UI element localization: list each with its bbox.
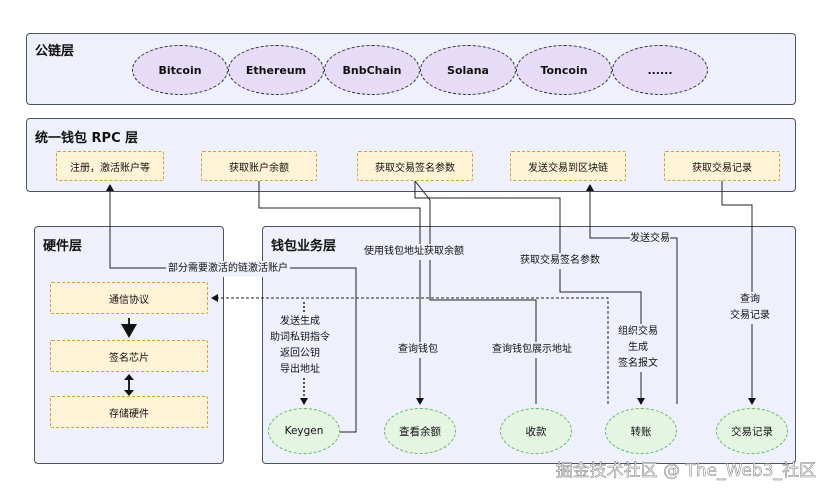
label-build-tx: 组织交易 生成 签名报文 [618,324,658,372]
line-balance [258,181,424,405]
chain-bitcoin: Bitcoin [132,45,228,95]
rpc-box-records: 获取交易记录 [664,151,780,181]
label-use-address: 使用钱包地址获取余额 [364,244,464,260]
label-build-tx-0: 组织交易 [618,326,658,337]
label-query-wallet: 查询钱包 [398,342,438,358]
line-transfer-protocol [211,294,609,404]
chain-bnbchain: BnbChain [324,45,420,95]
chain-toncoin: Toncoin [516,45,612,95]
node-records: 交易记录 [716,408,788,454]
label-build-tx-1: 生成 [628,342,648,353]
label-query-records: 查询 交易记录 [730,292,770,324]
node-keygen: Keygen [268,408,340,454]
line-receive [414,180,537,404]
rpc-box-sign-params: 获取交易签名参数 [357,151,473,181]
business-layer-title: 钱包业务层 [271,239,337,254]
chain-more: ...... [612,45,708,95]
hw-box-storage: 存储硬件 [50,396,208,428]
line-activate [106,184,357,433]
label-keygen-cmd-3: 导出地址 [280,364,320,375]
label-keygen-cmd-1: 助词私钥指令 [270,332,330,343]
label-activate: 部分需要激活的链激活账户 [166,261,290,277]
label-keygen-cmd-2: 返回公钥 [280,348,320,359]
label-query-address: 查询钱包展示地址 [492,342,572,358]
public-chain-layer-title: 公链层 [35,44,75,59]
label-query-records-0: 查询 [740,294,760,305]
rpc-box-balance: 获取账户余额 [201,151,317,181]
watermark: 掘金技术社区 @ The_Web3_社区 [555,461,816,482]
label-keygen-cmd: 发送生成 助词私钥指令 返回公钥 导出地址 [270,314,330,378]
rpc-layer-title: 统一钱包 RPC 层 [35,131,139,146]
chain-solana: Solana [420,45,516,95]
chain-ethereum: Ethereum [228,45,324,95]
hardware-layer-title: 硬件层 [43,239,83,254]
node-receive: 收款 [500,408,572,454]
label-keygen-cmd-0: 发送生成 [280,316,320,327]
label-build-tx-2: 签名报文 [618,358,658,369]
rpc-box-send-tx: 发送交易到区块链 [510,151,626,181]
rpc-box-register: 注册，激活账户等 [56,151,164,181]
node-view-balance: 查看余额 [384,408,456,454]
label-send-tx: 发送交易 [630,231,670,247]
line-sign-params [414,181,645,405]
node-transfer: 转账 [605,408,677,454]
label-query-records-1: 交易记录 [730,310,770,321]
hw-box-sign-chip: 签名芯片 [50,340,208,372]
hw-box-protocol: 通信协议 [50,282,208,314]
label-sign-params: 获取交易签名参数 [520,253,600,269]
